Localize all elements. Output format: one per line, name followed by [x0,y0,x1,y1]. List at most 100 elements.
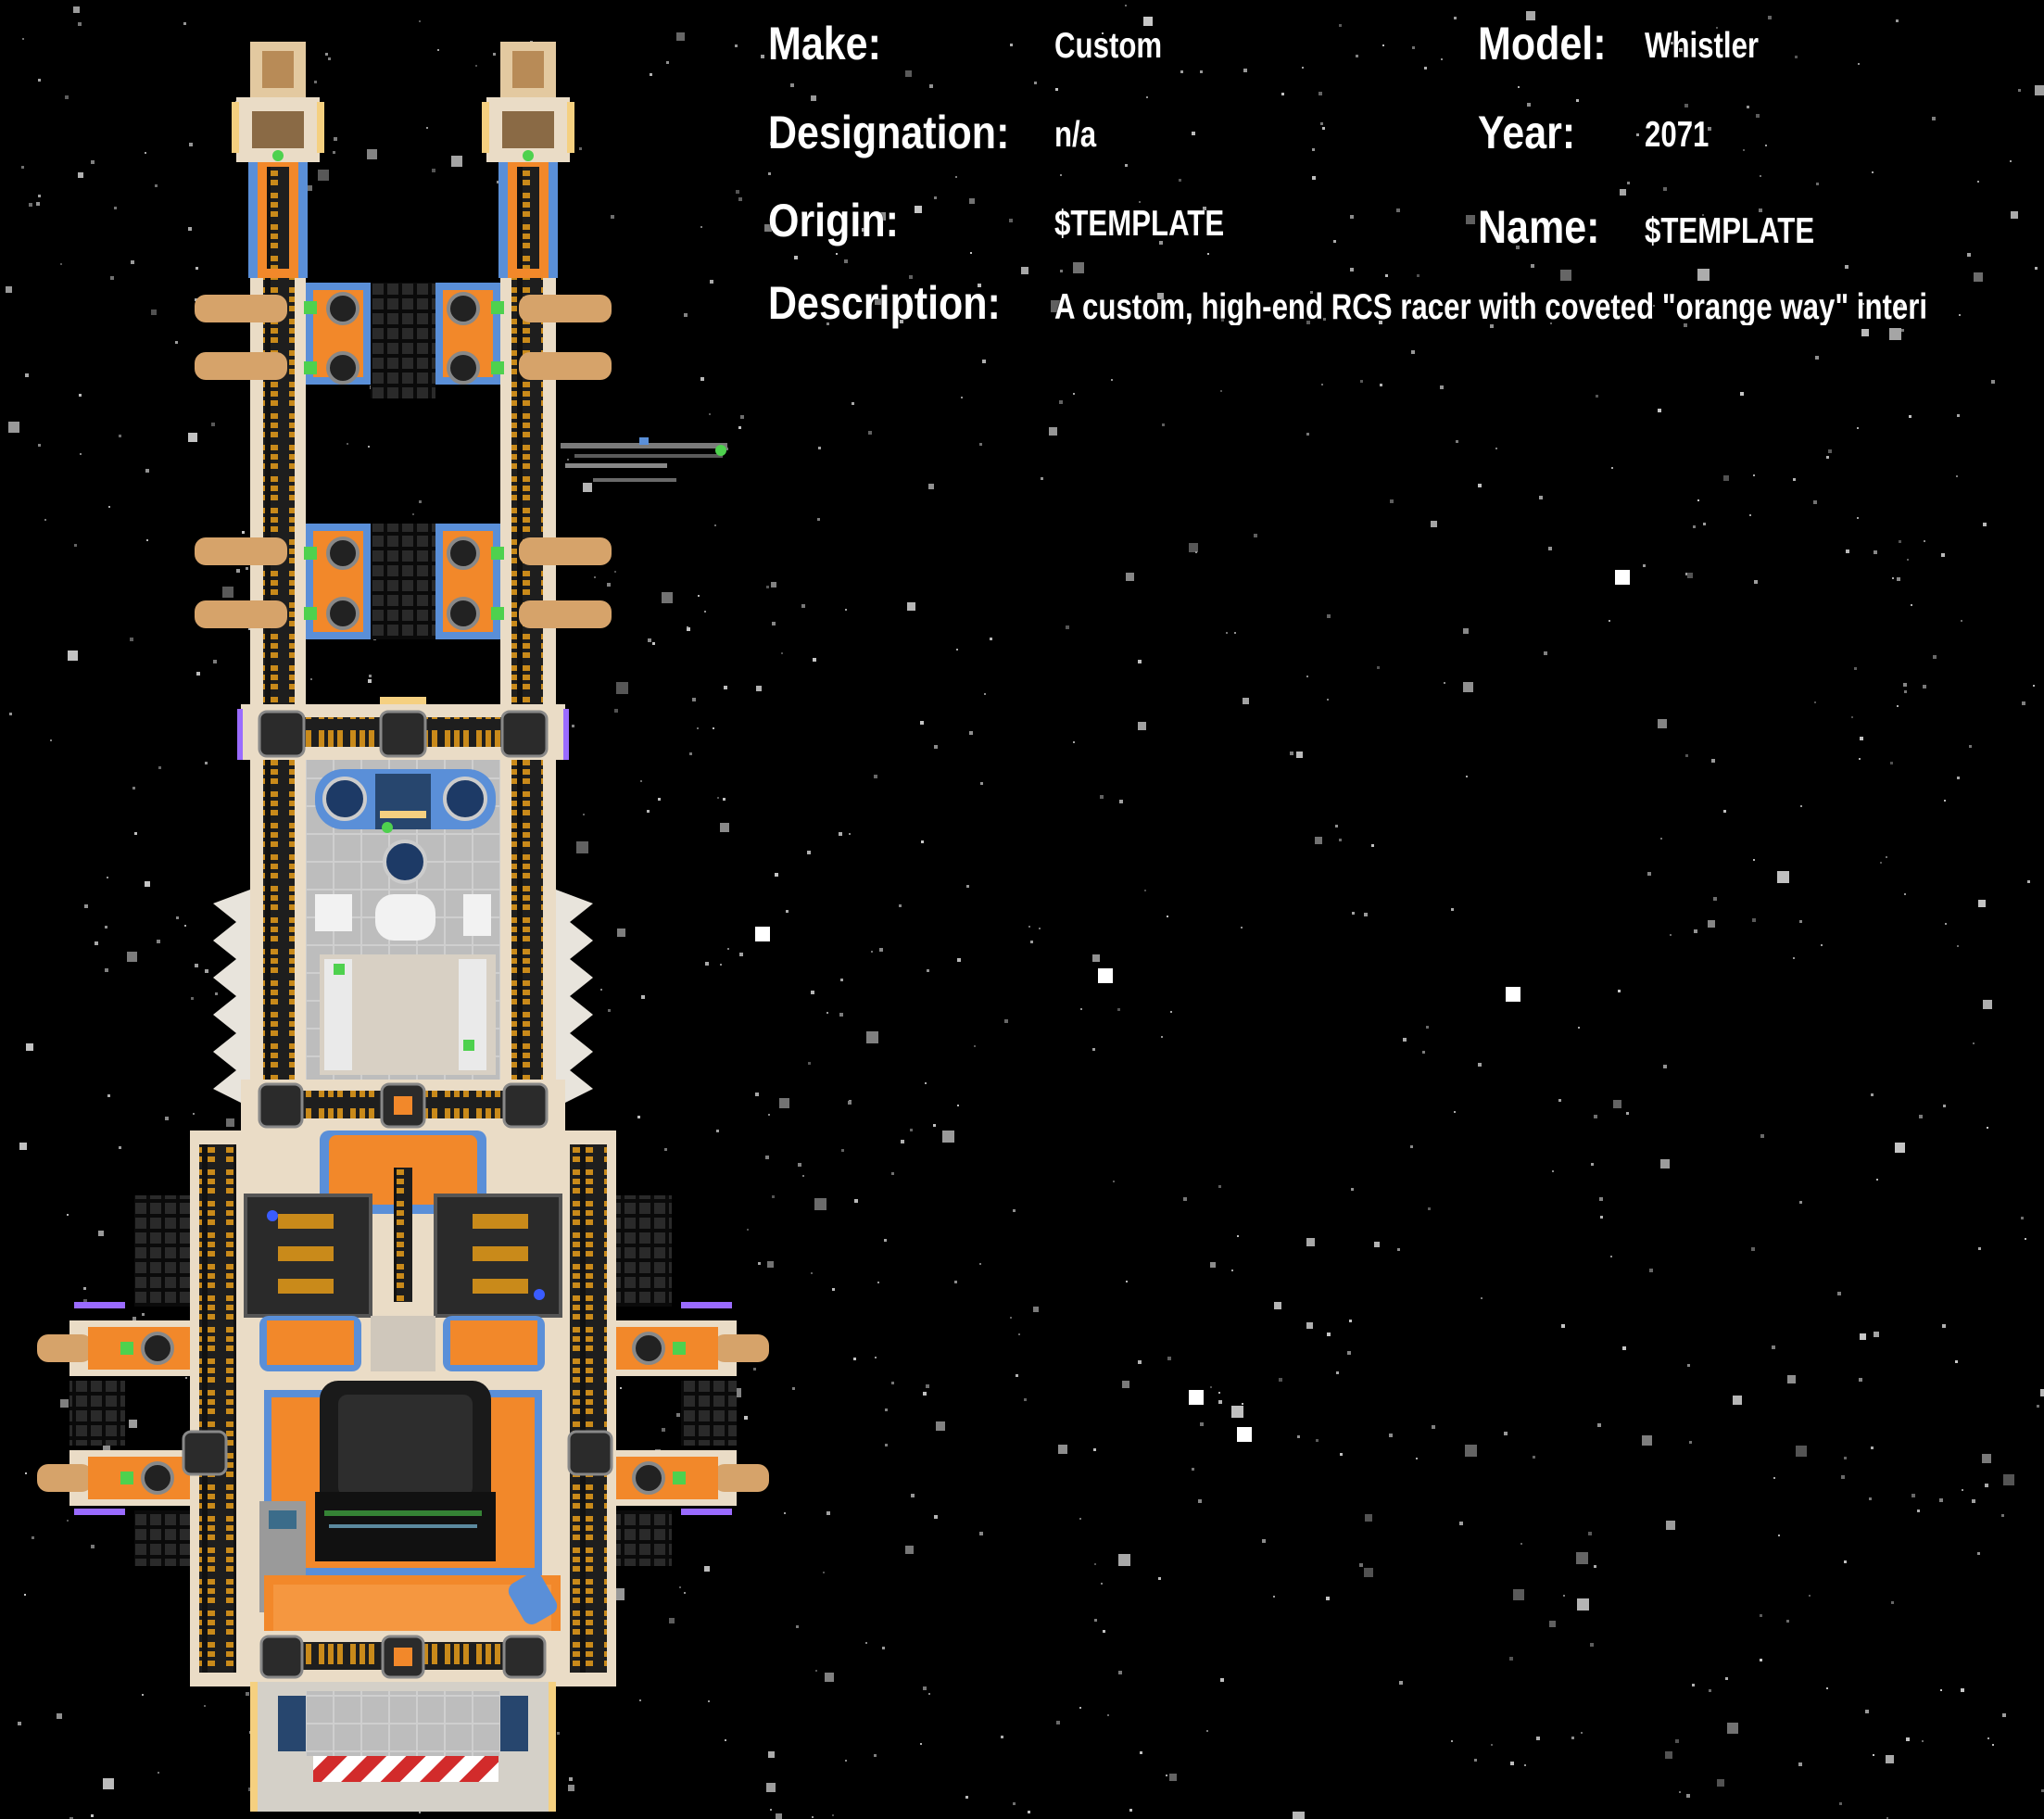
star [934,745,938,749]
star [1658,409,1661,412]
star [1760,1134,1764,1138]
star [1231,1270,1233,1271]
star [664,1148,667,1151]
star [1218,1392,1220,1394]
star [1428,1207,1431,1210]
star [132,787,135,789]
star [2033,685,2035,687]
star [1101,1583,1103,1585]
star [882,1647,885,1649]
ship-spaceship-icon[interactable] [37,42,769,1812]
star [1504,1432,1508,1435]
star [2022,701,2025,705]
star [1066,625,1069,629]
star [1102,32,1104,34]
star [1161,1036,1163,1038]
star [1524,1764,1526,1766]
star [158,1772,159,1774]
bright-star [1237,1427,1252,1442]
star [1826,456,1829,459]
star [1969,745,1972,748]
star [1164,232,1167,234]
star [692,698,696,701]
star [818,447,821,449]
star [1385,274,1388,277]
star [1481,1297,1483,1299]
star [877,212,886,221]
star [755,1093,759,1096]
star [756,686,762,691]
star [956,649,958,651]
star [1684,323,1687,327]
star [1527,103,1531,107]
star [1195,551,1197,553]
star [493,53,496,56]
star [879,948,883,952]
star [1273,1596,1275,1598]
star [776,1813,782,1819]
star [1796,1446,1807,1457]
star [1550,322,1552,324]
star [1859,1378,1862,1382]
star [1356,55,1358,57]
star [1967,253,1971,257]
star [758,1262,761,1265]
star [1333,240,1336,243]
star [1765,145,1767,146]
star [1891,1601,1894,1604]
star [965,1796,968,1799]
star [811,991,814,994]
star [1125,164,1128,167]
star [1021,267,1028,274]
star [826,322,829,325]
star [1306,433,1309,436]
star [74,544,77,547]
star [1713,897,1717,901]
star [1306,1238,1315,1246]
star [1451,908,1454,911]
star [1364,1568,1373,1577]
star [91,1814,94,1817]
star [1760,1614,1762,1617]
star [700,377,704,381]
star [1689,1441,1692,1444]
star [175,341,178,344]
star [26,1043,33,1051]
star [1876,1179,1878,1181]
star [1060,270,1063,272]
star [1377,666,1380,669]
star [2011,211,2018,219]
star [1752,918,1756,922]
star [1987,1127,1988,1129]
star [1474,1759,1477,1762]
star [849,833,851,835]
star [84,904,88,908]
star [1352,912,1355,915]
star [812,1816,814,1818]
star [127,952,137,962]
star [1809,1595,1811,1597]
star [1588,1532,1592,1535]
star [845,609,847,611]
star [1697,499,1699,501]
star [658,798,661,801]
star [69,1817,73,1819]
star [1903,683,1907,687]
star [1192,1468,1194,1471]
star [183,22,186,25]
star [18,1722,21,1725]
star [826,1511,830,1515]
star [1396,208,1400,212]
star [1962,1489,1963,1491]
star [1694,929,1697,933]
star [1103,1630,1105,1633]
star [222,587,233,598]
star [1778,1535,1780,1536]
star [929,84,933,88]
star [1544,651,1547,655]
star [808,1062,811,1065]
star [22,38,24,40]
star [648,638,651,642]
star [1982,1454,1991,1463]
